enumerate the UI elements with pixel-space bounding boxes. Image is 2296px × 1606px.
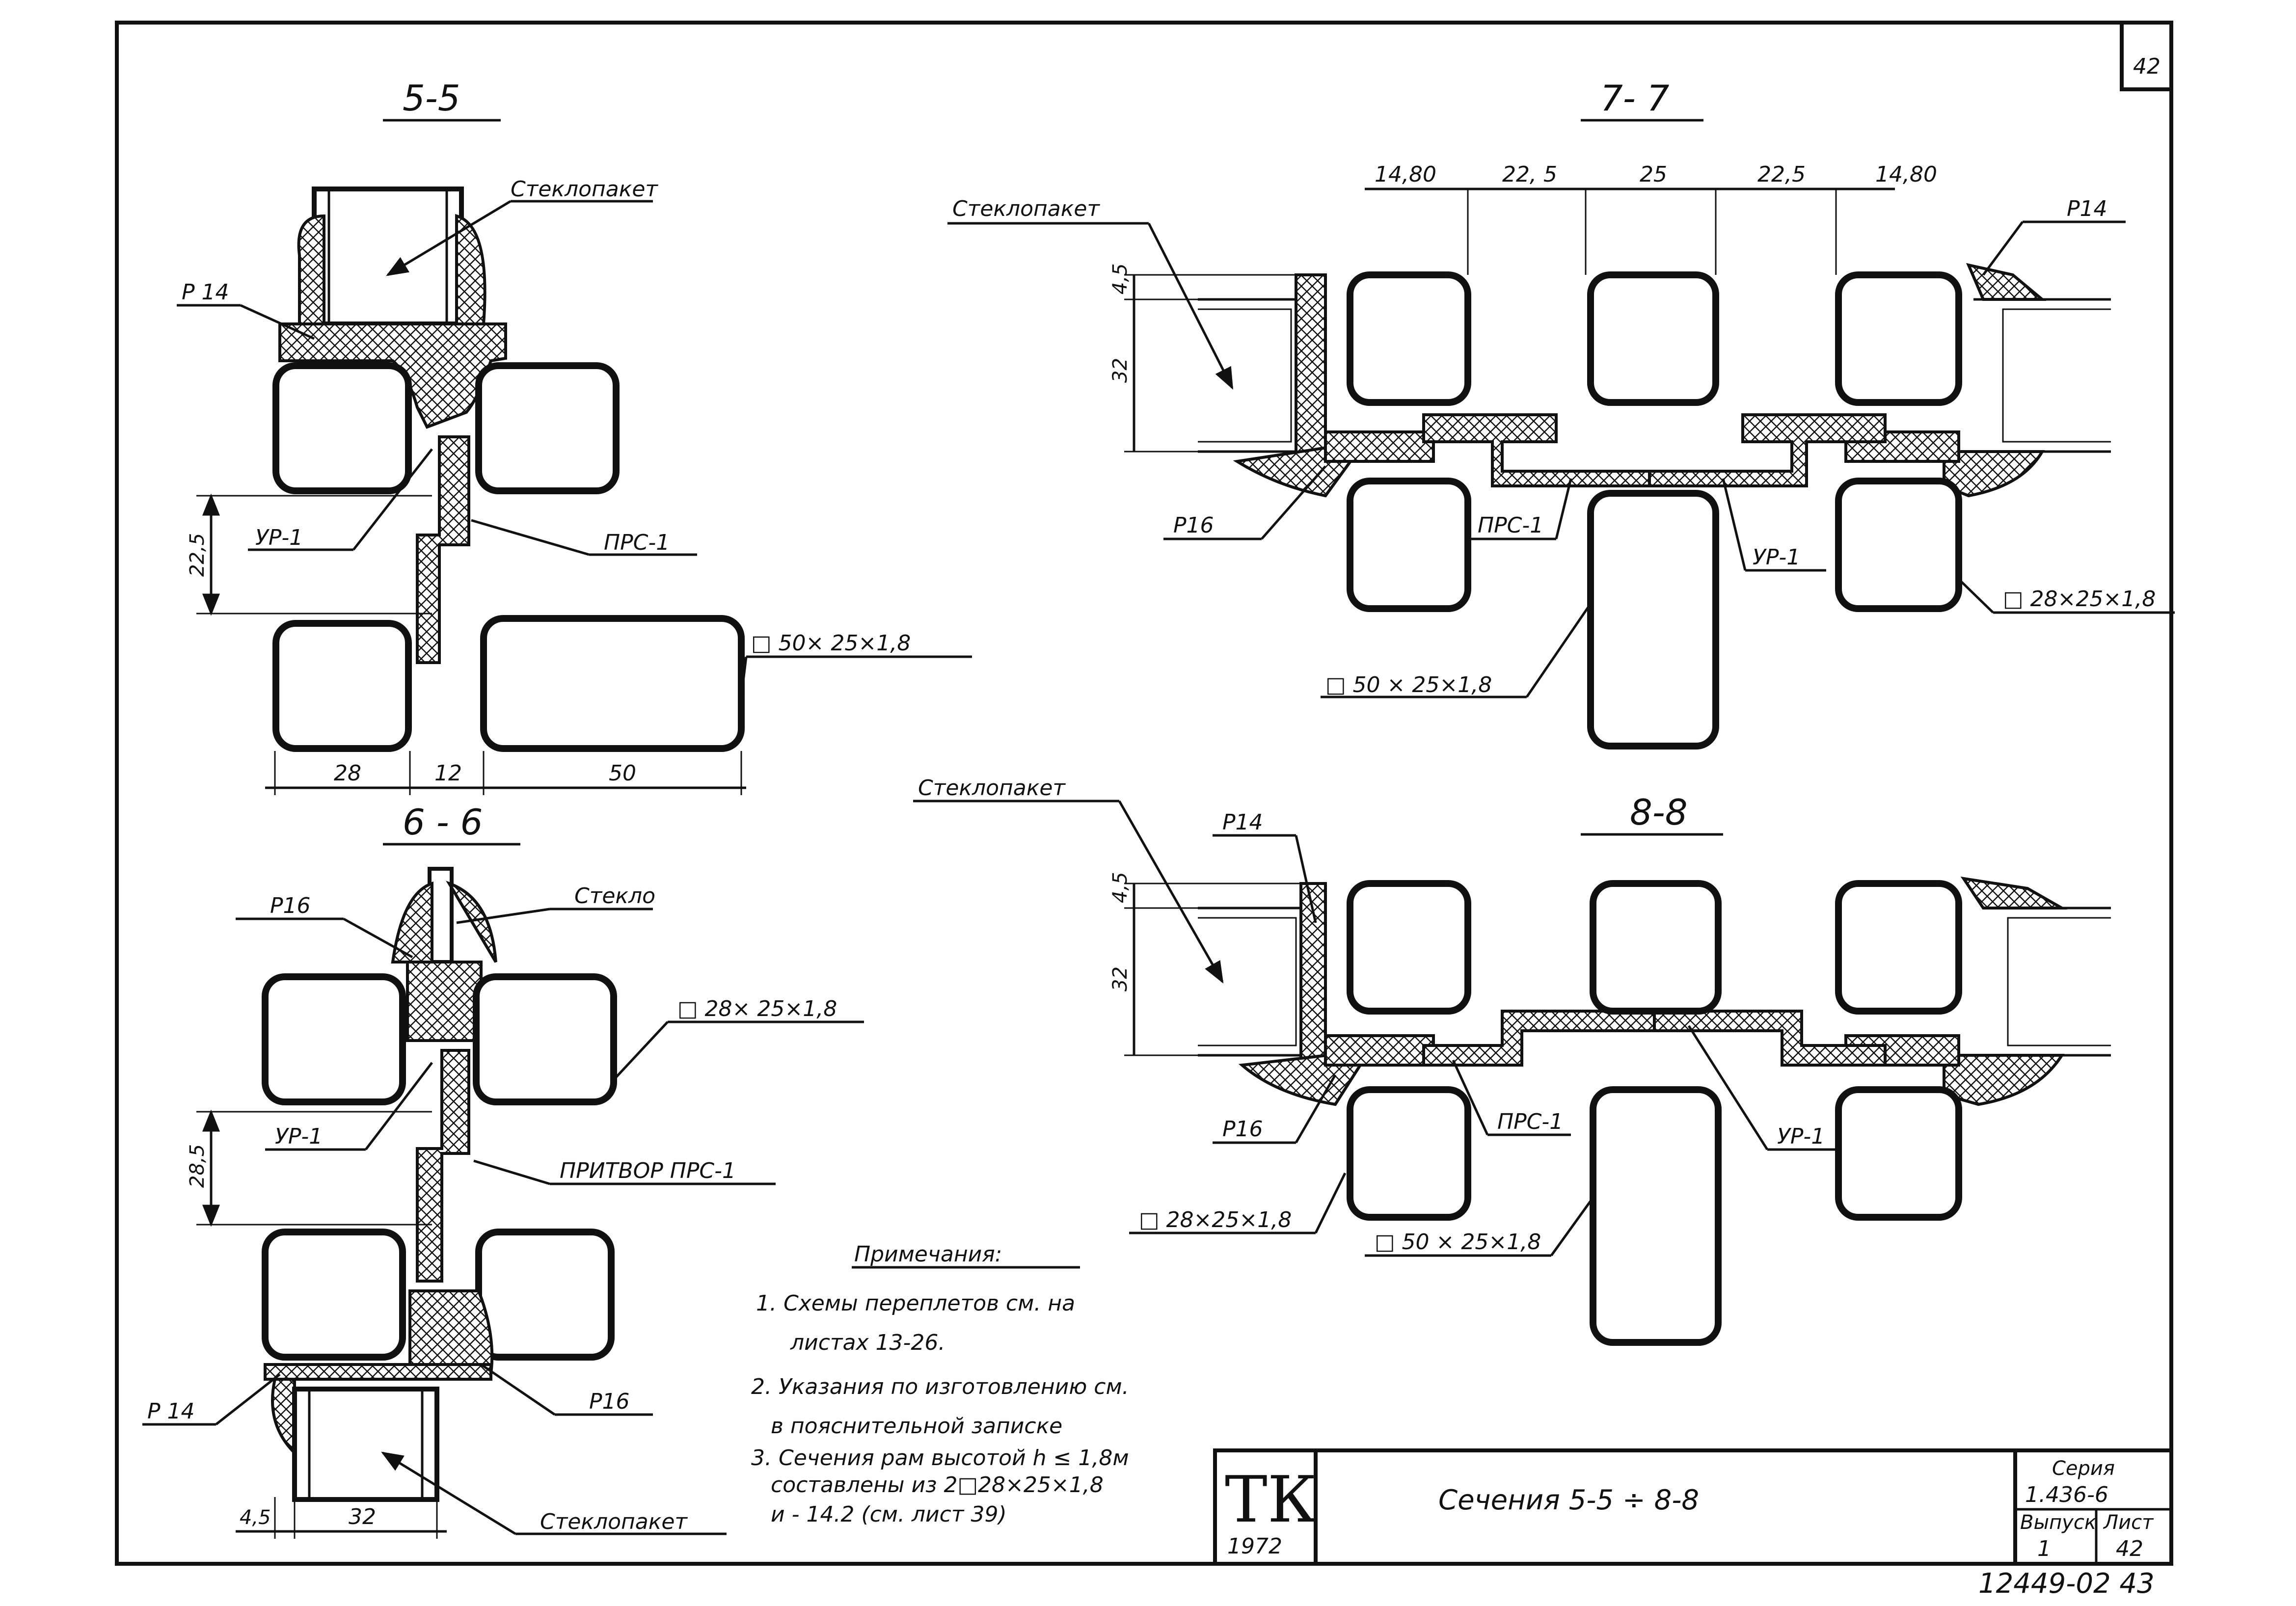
stamp-issue-label: Выпуск (2020, 1511, 2096, 1534)
label-steklopaket-6-6: Стеклопакет (540, 1509, 688, 1534)
stamp-series-label: Серия (2052, 1457, 2115, 1480)
sheet-corner-number: 42 (2133, 54, 2161, 79)
title-block: ТК 1972 Сечения 5-5 ÷ 8-8 Серия 1.436-6 … (1213, 1448, 2173, 1566)
label-tube-50-5-5: □ 50× 25×1,8 (751, 631, 911, 656)
stamp-series-value: 1.436-6 (2025, 1482, 2108, 1507)
section-8-8-title: 8-8 (1630, 792, 1688, 833)
label-steklopaket-5-5: Стеклопакет (511, 177, 658, 202)
note-3c: и - 14.2 (см. лист 39) (771, 1502, 1007, 1527)
stamp-tk: ТК (1225, 1462, 1317, 1537)
dim-14-80b-7-7: 14,80 (1875, 162, 1937, 187)
label-p16-8-8: Р16 (1222, 1117, 1263, 1142)
dim-32-7-7: 32 (1109, 358, 1132, 383)
label-steklopaket-7-7: Стеклопакет (952, 196, 1100, 221)
dim-22-5-5-5: 22,5 (186, 533, 209, 577)
section-8-8: 8-8 4,5 32 Стеклопакет (913, 776, 2111, 1346)
label-steklopaket-8-8: Стеклопакет (918, 776, 1066, 801)
dim-4-5-6-6: 4,5 (240, 1506, 271, 1529)
dim-28-5-5: 28 (334, 761, 361, 786)
glass-unit-6-6 (292, 1387, 439, 1502)
label-pritvor-6-6: ПРИТВОР ПРС-1 (560, 1158, 736, 1183)
dim-32-6-6: 32 (349, 1504, 376, 1529)
stamp-sheet-value: 42 (2116, 1536, 2143, 1561)
note-2b: в пояснительной записке (771, 1414, 1062, 1439)
label-prs1-8-8: ПРС-1 (1497, 1109, 1563, 1134)
dim-12-5-5: 12 (434, 761, 462, 786)
label-p14-5-5: Р 14 (182, 280, 229, 305)
dim-4-5-7-7: 4,5 (1109, 263, 1132, 294)
sheet-number-box (2120, 21, 2173, 91)
label-p16-7-7: Р16 (1173, 513, 1214, 538)
label-prs1-5-5: ПРС-1 (604, 530, 670, 555)
label-tube-28-7-7: □ 28×25×1,8 (2003, 587, 2156, 612)
label-tube-50-7-7: □ 50 × 25×1,8 (1325, 672, 1492, 697)
section-6-6: 6 - 6 28,5 4,5 32 Р16 (142, 802, 864, 1539)
dim-28-5-6-6: 28,5 (186, 1144, 209, 1188)
dim-32-8-8: 32 (1109, 966, 1132, 991)
note-1a: 1. Схемы переплетов см. на (756, 1291, 1075, 1316)
dim-25-7-7: 25 (1640, 162, 1667, 187)
section-7-7: 7- 7 14,80 22, 5 25 22,5 14,80 (947, 78, 2175, 749)
notes-block: Примечания: 1. Схемы переплетов см. на л… (751, 1242, 1129, 1527)
label-p14-6-6: Р 14 (147, 1399, 195, 1424)
stamp-sheet-label: Лист (2103, 1511, 2154, 1534)
label-ur1-6-6: УР-1 (275, 1124, 323, 1149)
label-p14-7-7: Р14 (2067, 196, 2107, 221)
label-tube-28-6-6: □ 28× 25×1,8 (677, 996, 837, 1021)
section-7-7-title: 7- 7 (1600, 78, 1670, 119)
dim-4-5-8-8: 4,5 (1109, 872, 1132, 903)
label-ur1-5-5: УР-1 (255, 525, 303, 550)
archive-number: 12449-02 43 (1978, 1568, 2155, 1600)
stamp-year: 1972 (1227, 1534, 1282, 1559)
section-5-5-title: 5-5 (403, 78, 460, 119)
dim-50-5-5: 50 (609, 761, 636, 786)
label-tube-28-8-8: □ 28×25×1,8 (1139, 1207, 1292, 1232)
note-3a: 3. Сечения рам высотой h ≤ 1,8м (751, 1445, 1129, 1471)
label-prs1-7-7: ПРС-1 (1478, 513, 1543, 538)
label-ur1-7-7: УР-1 (1753, 545, 1800, 570)
label-p16-bottom-6-6: Р16 (589, 1389, 630, 1414)
note-3b: составлены из 2□28×25×1,8 (771, 1472, 1104, 1498)
label-steklo-6-6: Стекло (574, 883, 655, 909)
label-ur1-8-8: УР-1 (1777, 1124, 1825, 1149)
stamp-title: Сечения 5-5 ÷ 8-8 (1438, 1484, 1699, 1516)
notes-heading: Примечания: (854, 1242, 1002, 1267)
label-tube-50-8-8: □ 50 × 25×1,8 (1375, 1230, 1541, 1255)
section-6-6-title: 6 - 6 (403, 802, 483, 843)
label-p14-8-8: Р14 (1222, 810, 1263, 835)
sheet-frame (115, 21, 2173, 1566)
dim-22-5a-7-7: 22, 5 (1502, 162, 1557, 187)
label-p16-top-6-6: Р16 (270, 893, 311, 918)
section-5-5: 5-5 22,5 28 12 50 Стеклопакет Р (177, 78, 972, 795)
note-2a: 2. Указания по изготовлению см. (751, 1374, 1129, 1399)
dim-22-5b-7-7: 22,5 (1757, 162, 1806, 187)
stamp-issue-value: 1 (2037, 1536, 2051, 1561)
note-1b: листах 13-26. (790, 1330, 945, 1355)
glass-unit-5-5 (312, 187, 464, 326)
dim-14-80a-7-7: 14,80 (1375, 162, 1436, 187)
